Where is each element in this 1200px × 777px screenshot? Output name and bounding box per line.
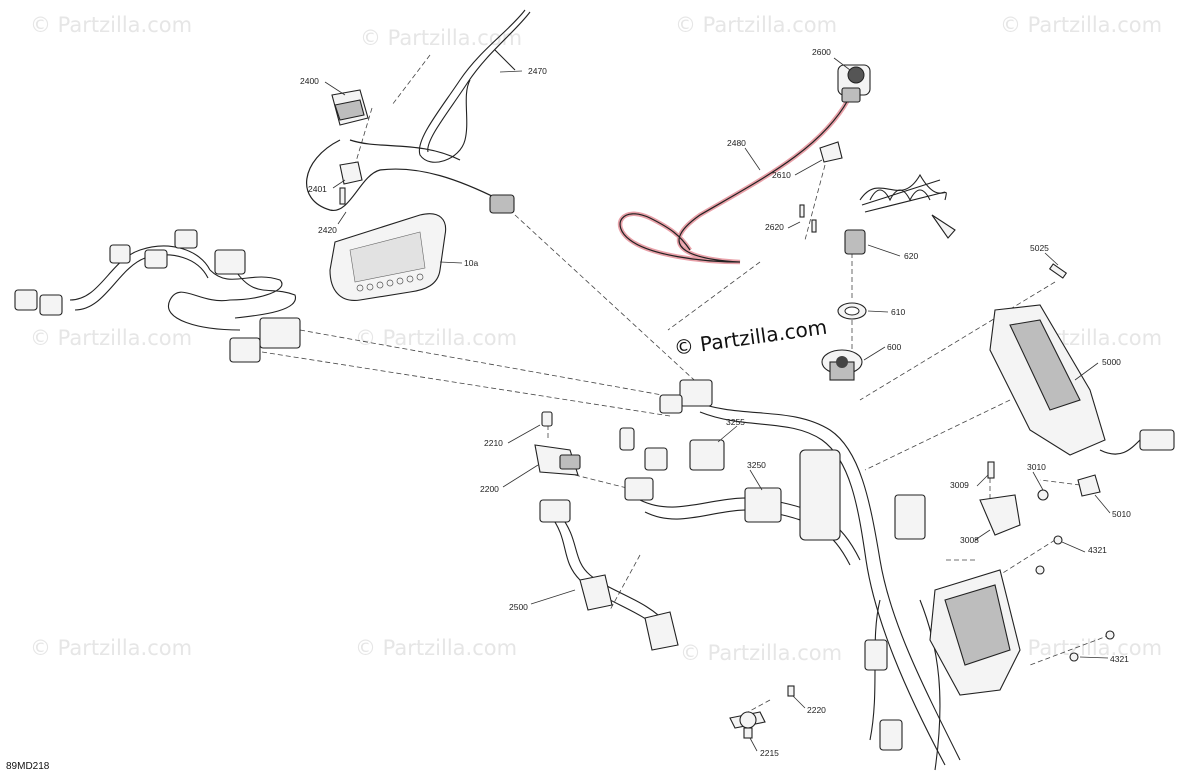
callout-2500[interactable]: 2500 [509,602,528,612]
part-5010-clip[interactable] [1077,474,1101,497]
callout-5025[interactable]: 5025 [1030,243,1049,253]
leader-lines [324,57,1111,752]
part-2600-key-switch[interactable] [837,64,871,103]
callout-600[interactable]: 600 [887,342,901,352]
callout-5000[interactable]: 5000 [1102,357,1121,367]
part-3009-bolt[interactable] [987,461,995,479]
part-2200-sensor[interactable] [534,444,581,476]
callout-2220[interactable]: 2220 [807,705,826,715]
callout-2470[interactable]: 2470 [528,66,547,76]
callout-620[interactable]: 620 [904,251,918,261]
watermark: © Partzilla.com [360,26,522,50]
watermark: © Partzilla.com [675,13,837,37]
part-2401-clip[interactable] [339,161,363,205]
watermark: © Partzilla.com [1000,13,1162,37]
callout-3009[interactable]: 3009 [950,480,969,490]
partzilla-watermark: © Partzilla.com [672,315,828,360]
watermark: © Partzilla.com [30,326,192,350]
part-3008-bracket[interactable] [979,494,1021,536]
main-harness[interactable] [619,379,1021,771]
part-2500-harness[interactable] [539,499,679,651]
callout-610[interactable]: 610 [891,307,905,317]
callout-2210[interactable]: 2210 [484,438,503,448]
callout-4321[interactable]: 4321 [1110,654,1129,664]
part-610-nut[interactable] [837,302,867,320]
callout-3010[interactable]: 3010 [1027,462,1046,472]
part-2620-bolt[interactable] [799,204,817,233]
part-2210-bolt[interactable] [541,411,553,427]
callout-5010[interactable]: 5010 [1112,509,1131,519]
part-10a-display[interactable] [329,213,447,301]
part-5000-module[interactable] [989,304,1175,456]
callout-labels: 2400 2470 2401 2420 10a 2600 2480 2610 2… [300,47,1131,758]
callout-2610[interactable]: 2610 [772,170,791,180]
part-600-ignition[interactable] [821,349,863,381]
watermark: © Partzilla.com [355,636,517,660]
callout-2600[interactable]: 2600 [812,47,831,57]
part-2420-wire[interactable] [306,139,515,214]
watermark: © Partzilla.com [680,641,842,665]
callout-3255[interactable]: 3255 [726,417,745,427]
diagram-code: 89MD218 [6,761,50,772]
callout-10a[interactable]: 10a [464,258,478,268]
part-2610-clip[interactable] [819,141,843,163]
part-2400-switch[interactable] [331,89,369,126]
part-620-lanyard[interactable] [844,173,956,255]
callout-4321[interactable]: 4321 [1088,545,1107,555]
watermark: © Partzilla.com [1000,636,1162,660]
callout-2480[interactable]: 2480 [727,138,746,148]
part-left-harness[interactable] [14,229,301,363]
part-2220-bolt[interactable] [787,685,795,697]
watermark: © Partzilla.com [30,636,192,660]
callout-2620[interactable]: 2620 [765,222,784,232]
part-2215-fitting[interactable] [729,711,766,739]
watermark: © Partzilla.com [355,326,517,350]
part-3010-nut[interactable] [1037,489,1049,501]
watermark: © Partzilla.com [30,13,192,37]
callout-2420[interactable]: 2420 [318,225,337,235]
callout-3250[interactable]: 3250 [747,460,766,470]
part-2470-cable[interactable] [418,9,531,163]
part-5025-bolt[interactable] [1048,263,1068,279]
callout-2401[interactable]: 2401 [308,184,327,194]
callout-2215[interactable]: 2215 [760,748,779,758]
callout-2200[interactable]: 2200 [480,484,499,494]
part-4321-nut[interactable] [1035,535,1115,662]
callout-2400[interactable]: 2400 [300,76,319,86]
watermark-layer: © Partzilla.com © Partzilla.com © Partzi… [30,13,1162,665]
wire-2480[interactable] [617,98,850,265]
callout-3008[interactable]: 3008 [960,535,979,545]
assembly-lines [261,54,1111,713]
